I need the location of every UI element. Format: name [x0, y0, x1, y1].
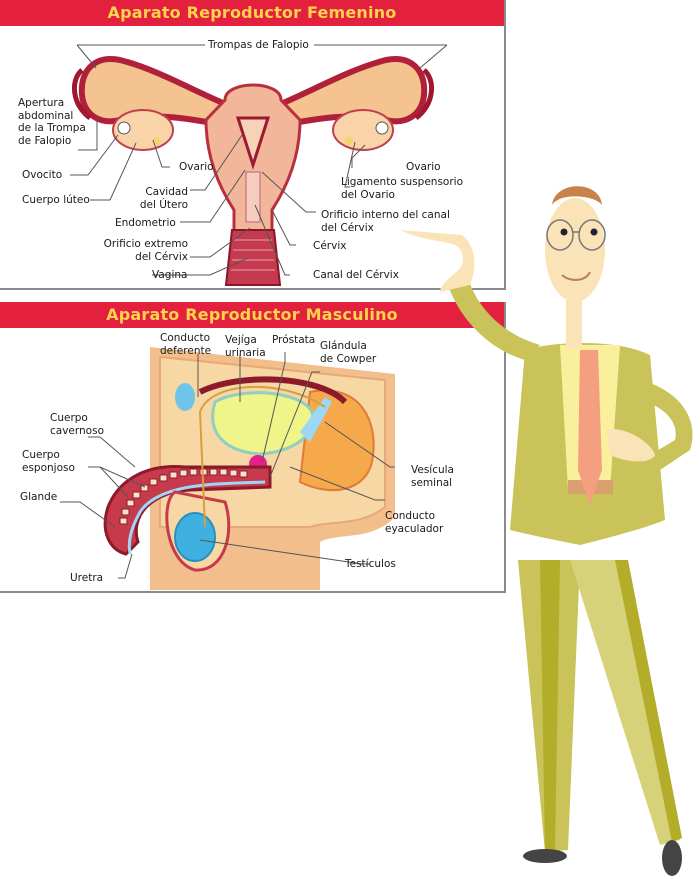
label-uretra: Uretra	[70, 572, 104, 584]
label-cuerpo-cavernoso: Cuerpo cavernoso	[50, 412, 104, 437]
male-anatomy-illustration	[60, 347, 395, 590]
label-cervix: Cérvix	[313, 240, 347, 252]
male-panel-title: Aparato Reproductor Masculino	[0, 302, 504, 328]
label-ligamento-suspensorio: Ligamento suspensorio del Ovario	[341, 176, 464, 201]
label-vesicula-seminal: Vesícula seminal	[411, 464, 454, 489]
label-ovario-right: Ovario	[406, 161, 441, 173]
label-apertura-abdominal: Apertura abdominal de la Trompa de Falop…	[18, 97, 86, 147]
label-orificio-extremo: Orificio extremo del Cérvix	[103, 238, 188, 263]
label-conducto-deferente: Conducto deferente	[160, 332, 212, 357]
label-cuerpo-esponjoso: Cuerpo esponjoso	[22, 449, 75, 474]
label-testiculos: Testículos	[345, 558, 396, 570]
label-vagina: Vagina	[152, 269, 188, 281]
label-orificio-interno: Orificio interno del canal del Cérvix	[321, 209, 450, 234]
label-ovocito: Ovocito	[22, 169, 63, 181]
label-glandula-cowper: Glándula de Cowper	[320, 340, 377, 365]
label-trompas-de-falopio: Trompas de Falopio	[208, 39, 309, 51]
female-anatomy-illustration	[70, 44, 448, 286]
male-reproductive-panel: Aparato Reproductor Masculino	[0, 302, 506, 593]
female-panel-title: Aparato Reproductor Femenino	[0, 0, 504, 26]
label-cavidad-utero: Cavidad del Útero	[139, 186, 188, 211]
label-canal-cervix: Canal del Cérvix	[313, 269, 399, 281]
label-prostata: Próstata	[272, 334, 316, 346]
female-reproductive-panel: Aparato Reproductor Femenino	[0, 0, 506, 290]
label-cuerpo-luteo: Cuerpo lúteo	[22, 194, 90, 206]
label-endometrio: Endometrio	[115, 217, 176, 229]
label-conducto-eyaculador: Conducto eyaculador	[385, 510, 444, 535]
label-ovario-left: Ovario	[179, 161, 214, 173]
label-glande: Glande	[20, 491, 58, 503]
label-vejiga-urinaria: Vejíga urinaria	[225, 334, 266, 359]
